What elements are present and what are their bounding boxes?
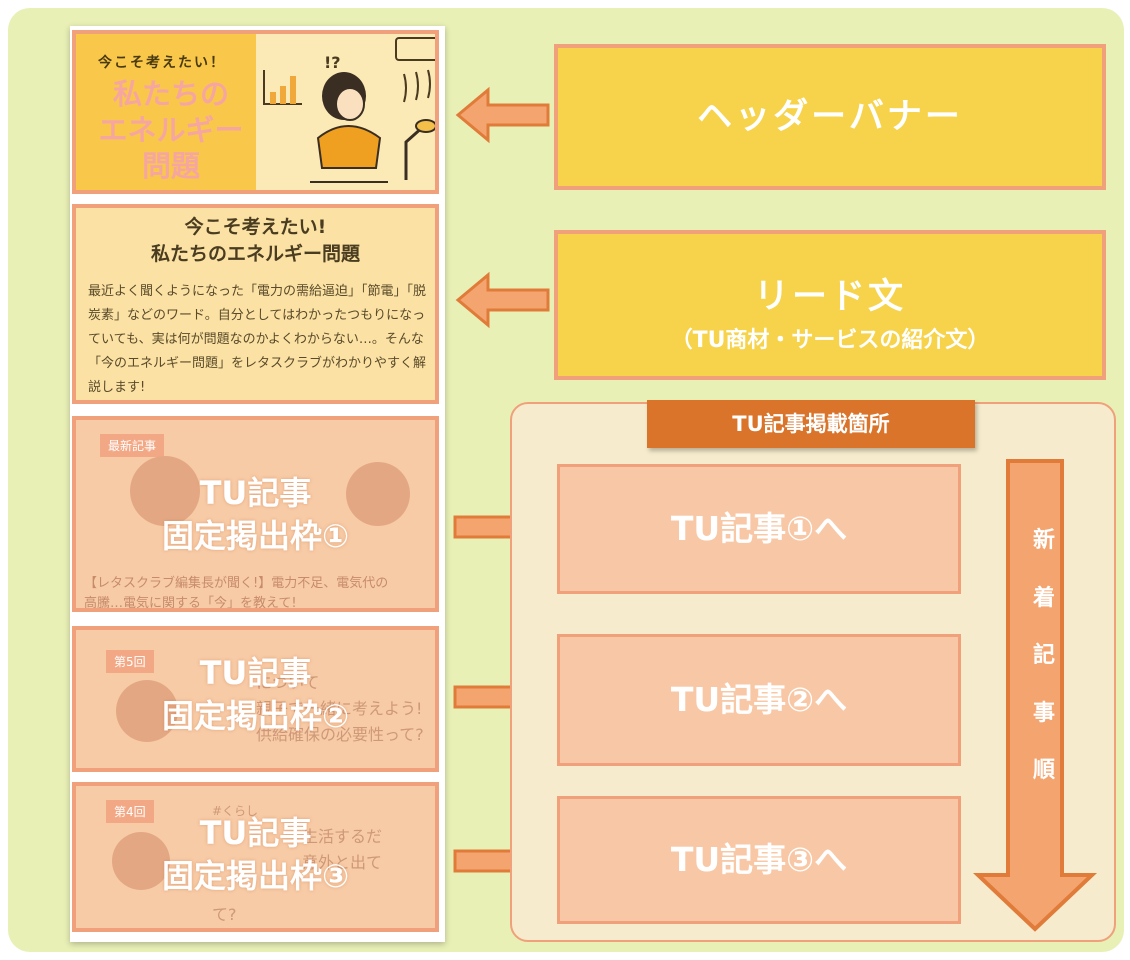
order-char: 事 bbox=[1032, 700, 1055, 726]
banner-title-area bbox=[76, 34, 256, 190]
tu-article-1-link-box: TU記事①へ bbox=[557, 464, 961, 594]
tu-article-slot-1: 最新記事 TU記事 固定掲出枠① 【レタスクラブ編集長が聞く!】電力不足、電気代… bbox=[72, 416, 439, 612]
slot-label: TU記事 固定掲出枠① bbox=[76, 472, 435, 558]
slot-label-line: TU記事 bbox=[199, 474, 312, 512]
ghost-line: について bbox=[256, 673, 320, 692]
newest-order-label: 新 着 記 事 順 bbox=[1020, 512, 1068, 800]
ghost-line: 親子で一緒に考えよう! bbox=[256, 699, 423, 718]
article-caption-line: 【レタスクラブ編集長が聞く!】電力不足、電気代の bbox=[84, 576, 389, 591]
slot-label-line: TU記事 bbox=[199, 814, 312, 852]
svg-text:!?: !? bbox=[324, 53, 341, 72]
banner-title: 私たちの エネルギー 問題 bbox=[96, 76, 246, 184]
slot-label: TU記事 固定掲出枠② bbox=[76, 652, 435, 738]
order-char: 新 bbox=[1032, 528, 1055, 553]
lead-heading-line: 今こそ考えたい! bbox=[184, 216, 327, 238]
newest-order-arrow bbox=[972, 459, 1098, 932]
article-caption-line: 高騰…電気に関する「今」を教えて! bbox=[84, 596, 297, 611]
lead-heading: 今こそ考えたい! 私たちのエネルギー問題 bbox=[76, 214, 435, 268]
person-photo bbox=[116, 680, 178, 742]
order-char: 記 bbox=[1032, 643, 1055, 668]
tu-area-badge: TU記事掲載箇所 bbox=[647, 400, 975, 448]
arrow-down-icon bbox=[972, 459, 1098, 932]
header-banner-label-box: ヘッダーバナー bbox=[554, 44, 1106, 190]
latest-article-tag: 最新記事 bbox=[100, 434, 165, 457]
slot-label-line: 固定掲出枠① bbox=[161, 517, 350, 555]
article-number-tag: 第5回 bbox=[106, 650, 154, 673]
tu-article-slot-3: 第4回 #くらし 生活するだ 意外と出て て? TU記事 固定掲出枠③ bbox=[72, 782, 439, 932]
lead-text-label-box: リード文 （TU商材・サービスの紹介文） bbox=[554, 230, 1106, 380]
person-photo bbox=[130, 456, 200, 526]
tu-article-slot-2: 第5回 について 親子で一緒に考えよう! 供給確保の必要性って? TU記事 固定… bbox=[72, 626, 439, 772]
article-number-tag: 第4回 bbox=[106, 800, 154, 823]
ghost-line: て? bbox=[212, 905, 237, 924]
ghost-line: 供給確保の必要性って? bbox=[256, 725, 424, 744]
header-banner-mock: 今こそ考えたい！ 私たちの エネルギー 問題 !? bbox=[72, 30, 439, 194]
banner-title-line: エネルギー bbox=[98, 113, 244, 147]
banner-small-text: 今こそ考えたい！ bbox=[98, 55, 226, 71]
slot-label-line: 固定掲出枠③ bbox=[161, 857, 350, 895]
slot-label-line: TU記事 bbox=[199, 654, 312, 692]
lead-heading-line: 私たちのエネルギー問題 bbox=[150, 243, 360, 265]
arrow-left-icon bbox=[455, 271, 550, 329]
banner-title-line: 問題 bbox=[141, 149, 200, 183]
lead-label: リード文 bbox=[753, 277, 906, 317]
person-photo bbox=[112, 832, 170, 890]
order-char: 着 bbox=[1032, 585, 1055, 611]
ghost-line: #くらし bbox=[212, 804, 259, 818]
ghost-line: 生活するだ bbox=[302, 827, 383, 846]
lead-sublabel: （TU商材・サービスの紹介文） bbox=[670, 328, 990, 353]
lead-paragraph: 最近よく聞くようになった「電力の需給逼迫」「節電」「脱炭素」などのワード。自分と… bbox=[88, 284, 427, 395]
order-char: 順 bbox=[1032, 758, 1055, 783]
slot-label: TU記事 固定掲出枠③ bbox=[76, 812, 435, 898]
person-photo bbox=[346, 462, 410, 526]
arrow-left-icon bbox=[455, 86, 550, 144]
article-caption: 【レタスクラブ編集長が聞く!】電力不足、電気代の 高騰…電気に関する「今」を教え… bbox=[84, 574, 389, 611]
woman-thinking-illustration: !? bbox=[256, 34, 435, 190]
banner-title-line: 私たちの bbox=[112, 77, 229, 111]
tu-article-3-link-box: TU記事③へ bbox=[557, 796, 961, 924]
ghost-line: 意外と出て bbox=[302, 853, 383, 872]
slot-label-line: 固定掲出枠② bbox=[161, 697, 350, 735]
article-title-ghost: について 親子で一緒に考えよう! 供給確保の必要性って? bbox=[256, 670, 431, 748]
article-title-ghost: #くらし 生活するだ 意外と出て て? bbox=[212, 798, 432, 928]
tu-article-2-link-box: TU記事②へ bbox=[557, 634, 961, 766]
lead-text-mock: 今こそ考えたい! 私たちのエネルギー問題 最近よく聞くようになった「電力の需給逼… bbox=[72, 204, 439, 404]
